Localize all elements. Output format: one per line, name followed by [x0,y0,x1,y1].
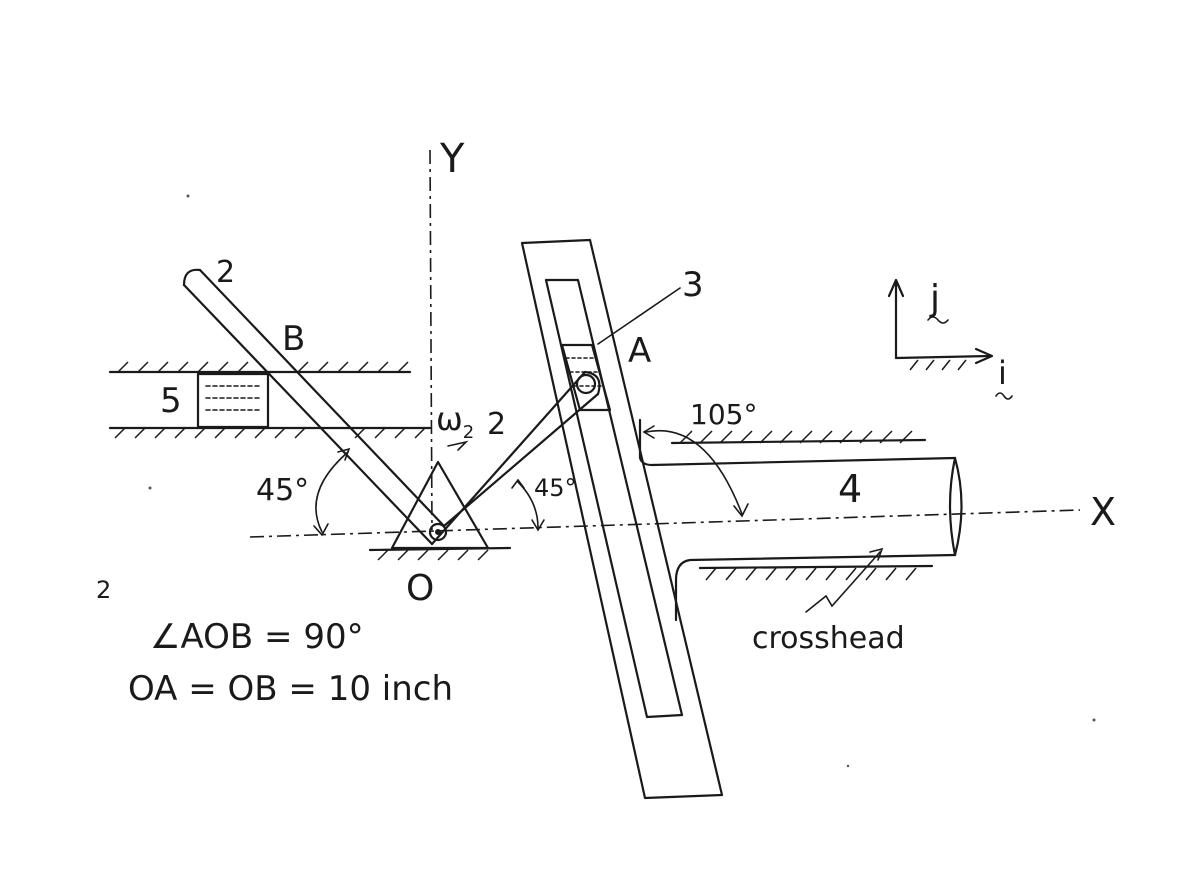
angle-105-label: 105° [690,398,757,431]
block-5 [196,372,270,429]
unit-j-label: j [929,278,940,319]
angle-right-label: 45° [534,474,577,502]
y-axis [429,149,433,531]
given-lengths: OA = OB = 10 inch [128,669,453,709]
block5-guide [108,361,432,439]
link2-upper-label: 2 [216,255,235,290]
speck [148,486,152,490]
point-a-label: A [628,331,651,371]
crosshead-4 [638,418,963,622]
ground-pivot [368,460,512,561]
angle-left-arrow-top [337,447,351,461]
pin-o-center [435,529,441,535]
pin-o [428,522,448,542]
block5-label: 5 [160,381,182,421]
speck [846,764,850,768]
angle-105-arc [645,429,743,515]
speck [1092,718,1096,722]
unit-vector-frame [887,278,994,371]
angle-105-arrow-start [642,425,655,439]
crosshead-text: crosshead [752,621,905,656]
unit-i-label: i [998,354,1007,392]
slider3-label: 3 [682,265,704,305]
speck [186,194,190,198]
crosshead4-label: 4 [838,467,862,511]
crosshead-leader [805,551,881,613]
angle-105-arrow-end [733,503,749,518]
unit-i-tilde [995,392,1013,400]
angle-right-arrow-top [511,478,525,489]
y-axis-label: Y [439,136,465,182]
given-angle-aob: ∠AOB = 90° [150,617,364,657]
stray-mark: 2 [96,576,111,604]
x-axis [249,509,1081,538]
unit-j-tilde [927,316,949,324]
angle-left-arc [315,451,349,533]
slider3-leader [597,287,681,345]
x-axis-label: X [1090,490,1116,534]
omega-symbol: ω2 [436,400,474,443]
angle-left-arrow-bottom [313,523,329,537]
omega-arrow [447,440,469,451]
slider-3 [560,343,612,412]
link2-lower-label: 2 [487,407,506,442]
angle-right-arrow-bottom [531,519,545,532]
crosshead-leader-arrow [869,547,884,561]
point-o-label: O [406,568,434,609]
link-2-arm-ob [182,268,446,546]
slotted-link [520,238,724,800]
angle-left-label: 45° [256,473,309,508]
point-b-label: B [282,319,305,359]
